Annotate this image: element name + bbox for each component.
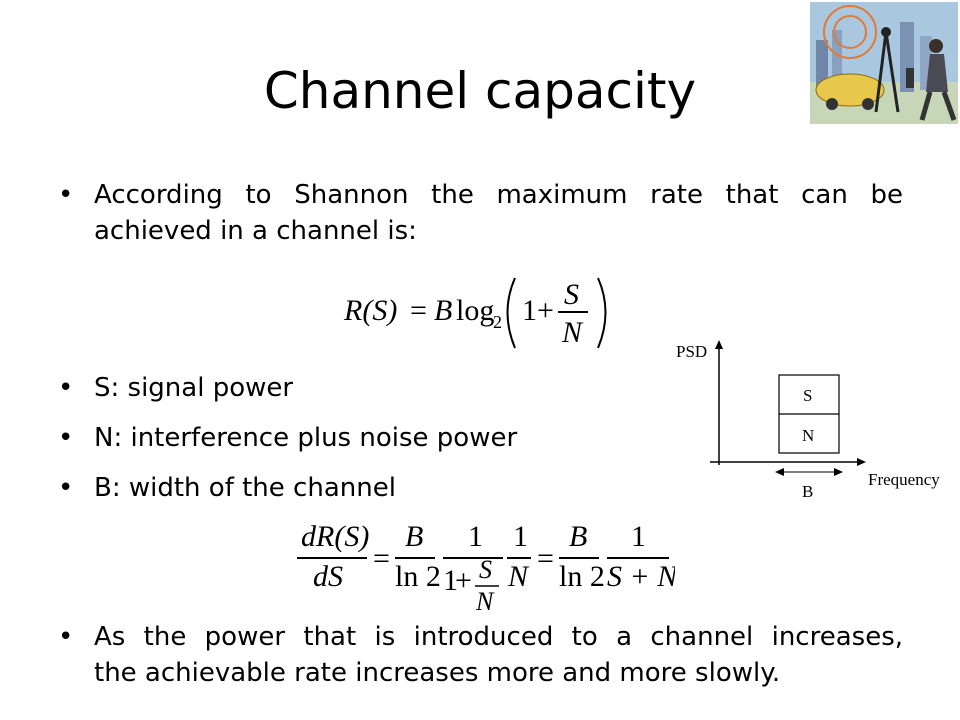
- bullet-marker: •: [58, 180, 74, 210]
- eq1-lhs: R(S): [343, 294, 397, 327]
- eq2-b-1: B: [405, 520, 423, 553]
- bullet-channel-width: • B: width of the channel: [58, 471, 658, 505]
- eq1-base: 2: [493, 312, 502, 332]
- bullet-text-line1: According to Shannon the maximum rate th…: [94, 180, 903, 210]
- bullet-marker: •: [58, 473, 74, 503]
- eq2-s-small: S: [479, 555, 492, 584]
- eq2-equals-2: =: [537, 542, 554, 575]
- eq2-one-den: 1: [443, 564, 458, 597]
- eq2-one-num-2: 1: [513, 520, 528, 553]
- capacity-equation: R(S) = B log 2 1 + S N: [343, 277, 607, 349]
- eq1-den: N: [561, 316, 584, 349]
- eq2-ln2-1: ln 2: [395, 560, 441, 593]
- bullet-marker: •: [58, 423, 74, 453]
- eq2-ln2-2: ln 2: [559, 560, 605, 593]
- bullet-text: B: width of the channel: [94, 473, 396, 503]
- psd-s-label: S: [803, 386, 812, 405]
- derivative-equation: dR(S) dS = B ln 2 1 1 + S N 1 N = B ln 2…: [297, 520, 675, 616]
- psd-y-label: PSD: [676, 342, 707, 361]
- eq1-log: log: [456, 294, 494, 327]
- eq1-one: 1: [522, 294, 537, 327]
- eq2-b-2: B: [569, 520, 587, 553]
- bullet-diminishing-rate: • As the power that is introduced to a c…: [58, 620, 903, 690]
- eq2-d-num: dR(S): [301, 520, 369, 553]
- eq2-n: N: [507, 560, 530, 593]
- slide-title: Channel capacity: [263, 62, 697, 120]
- eq1-b: B: [434, 294, 452, 327]
- bullet-text-line2: the achievable rate increases more and m…: [94, 658, 781, 688]
- bullet-text-line2: achieved in a channel is:: [94, 216, 417, 246]
- mobile-city-logo-image: [810, 2, 958, 124]
- bullet-text-line1: As the power that is introduced to a cha…: [94, 622, 903, 652]
- bullet-shannon: • According to Shannon the maximum rate …: [58, 178, 903, 248]
- eq2-d-den: dS: [313, 560, 343, 593]
- eq2-n-small: N: [475, 587, 495, 616]
- eq1-equals: =: [410, 294, 427, 327]
- bullet-signal-power: • S: signal power: [58, 371, 658, 405]
- bullet-text: N: interference plus noise power: [94, 423, 518, 453]
- bullet-text: S: signal power: [94, 373, 294, 403]
- eq2-one-num-3: 1: [631, 520, 646, 553]
- bullet-marker: •: [58, 622, 74, 652]
- bullet-noise-power: • N: interference plus noise power: [58, 421, 658, 455]
- eq2-equals-1: =: [373, 542, 390, 575]
- eq2-one-num: 1: [468, 520, 483, 553]
- eq2-s-plus-n: S + N: [607, 560, 675, 593]
- eq2-plus-den: +: [455, 564, 472, 597]
- eq1-plus: +: [537, 294, 554, 327]
- psd-n-label: N: [802, 426, 814, 445]
- psd-b-label: B: [802, 482, 813, 501]
- bullet-marker: •: [58, 373, 74, 403]
- psd-x-label: Frequency: [868, 470, 940, 489]
- eq1-num: S: [564, 278, 579, 311]
- psd-diagram: PSD Frequency S N B: [676, 340, 940, 501]
